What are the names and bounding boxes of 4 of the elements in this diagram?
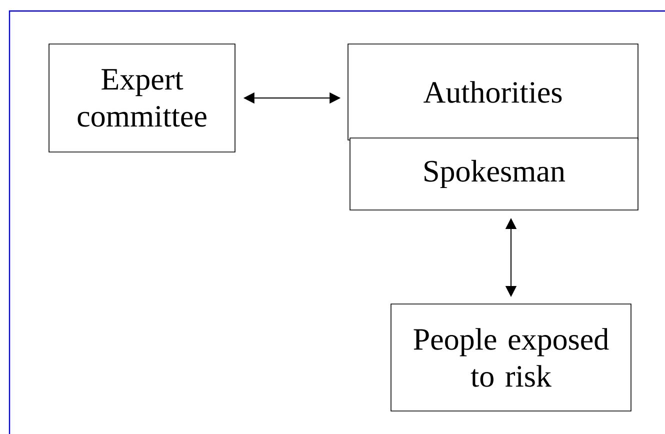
text-box: Spokesman (350, 138, 638, 210)
text-box: Expert committee (48, 44, 236, 152)
text-box: Authorities (348, 44, 638, 140)
text-box: People exposed to risk (390, 304, 632, 412)
